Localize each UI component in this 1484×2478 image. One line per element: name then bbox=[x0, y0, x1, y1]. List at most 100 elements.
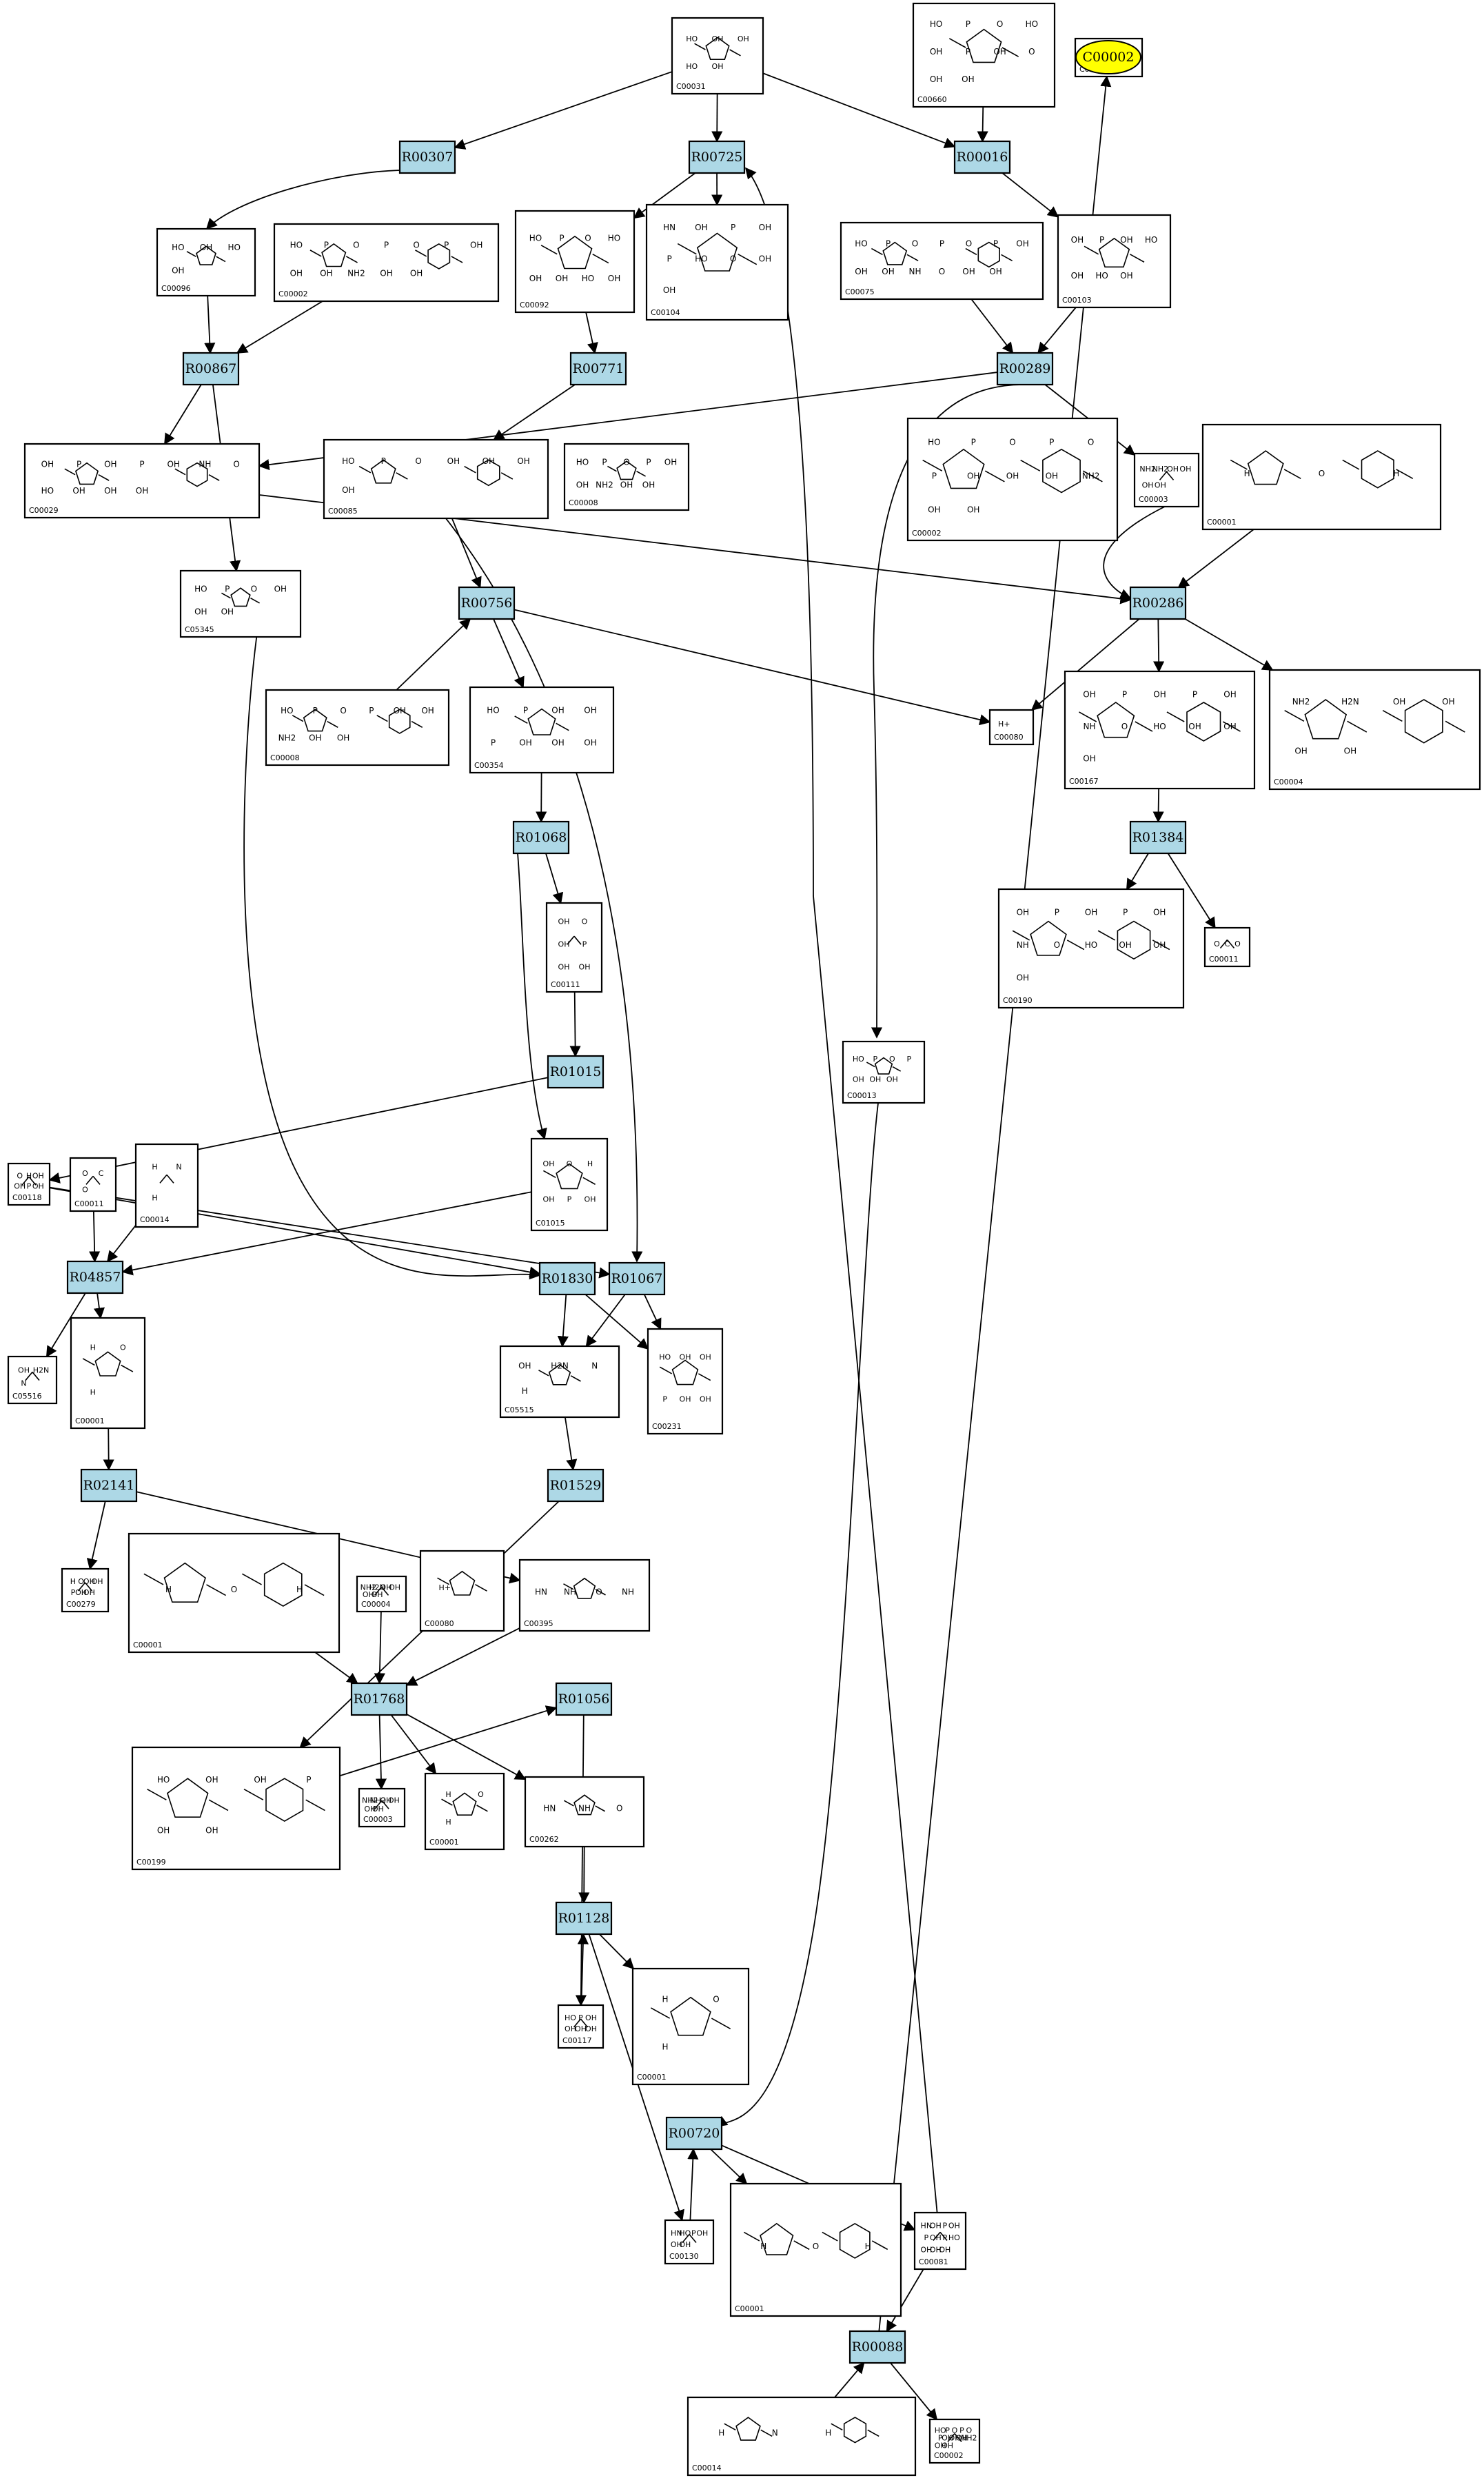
reaction-node[interactable]: R00771 bbox=[569, 352, 627, 386]
atom-label: P bbox=[71, 1588, 76, 1597]
reaction-node[interactable]: R00867 bbox=[182, 352, 240, 386]
atom-label: P bbox=[523, 706, 528, 715]
atom-label: OH bbox=[1188, 722, 1201, 731]
reaction-node[interactable]: R01056 bbox=[555, 1682, 613, 1716]
atom-label: H bbox=[825, 2428, 831, 2438]
reaction-arrow bbox=[339, 1705, 558, 1777]
reaction-node[interactable]: R00756 bbox=[458, 586, 516, 620]
reaction-node[interactable]: R04857 bbox=[66, 1260, 124, 1294]
reaction-node[interactable]: R01067 bbox=[608, 1261, 666, 1296]
atom-label: OH bbox=[1006, 471, 1019, 481]
reaction-arrow bbox=[545, 853, 564, 904]
reaction-node[interactable]: R00307 bbox=[398, 140, 456, 174]
compound-node[interactable]: H+C00080 bbox=[419, 1550, 505, 1632]
bond bbox=[441, 1798, 453, 1806]
reaction-node[interactable]: R01015 bbox=[547, 1055, 604, 1089]
atom-label: H bbox=[1244, 469, 1250, 478]
reaction-id: R01056 bbox=[558, 1692, 610, 1707]
reaction-node[interactable]: R00286 bbox=[1129, 586, 1187, 620]
reaction-node[interactable]: R01768 bbox=[350, 1682, 408, 1716]
atom-label: O bbox=[596, 1587, 602, 1597]
atom-label: C bbox=[99, 1169, 104, 1178]
reaction-node[interactable]: R00289 bbox=[996, 352, 1054, 386]
reaction-node[interactable]: R00725 bbox=[688, 140, 746, 174]
bond bbox=[866, 1062, 875, 1068]
reaction-node[interactable]: R00088 bbox=[848, 2330, 906, 2364]
atom-label: NH bbox=[1017, 940, 1029, 950]
atom-label: OH bbox=[1046, 471, 1058, 481]
highlight-compound[interactable]: C00002 bbox=[1075, 40, 1141, 74]
reaction-node[interactable]: R00016 bbox=[953, 140, 1011, 174]
ring-bond bbox=[882, 241, 908, 265]
atom-label: HN bbox=[663, 223, 675, 232]
atom-label: H bbox=[152, 1194, 157, 1203]
ring-bond bbox=[166, 1778, 209, 1818]
reaction-node[interactable]: R02141 bbox=[80, 1468, 138, 1503]
reaction-node[interactable]: R00720 bbox=[665, 2116, 723, 2151]
reaction-node[interactable]: R01384 bbox=[1129, 820, 1187, 855]
atom-label: P bbox=[602, 458, 607, 467]
compound-node[interactable]: H+C00080 bbox=[988, 709, 1035, 746]
reaction-arrow bbox=[49, 1187, 541, 1278]
ring-bond bbox=[616, 460, 637, 480]
reaction-edges bbox=[45, 71, 1274, 2421]
reaction-node[interactable]: R01529 bbox=[547, 1468, 604, 1503]
atom-label: OH bbox=[930, 47, 942, 57]
reaction-node[interactable]: R01068 bbox=[512, 820, 570, 855]
ring-bond bbox=[1098, 237, 1130, 268]
atom-label: NH bbox=[564, 1587, 576, 1597]
atom-label: H2N bbox=[33, 1366, 50, 1375]
reaction-id: R00286 bbox=[1132, 596, 1184, 611]
reaction-node[interactable]: R01128 bbox=[555, 1901, 613, 1936]
reaction-box bbox=[665, 2116, 723, 2151]
reaction-node[interactable]: R01830 bbox=[538, 1261, 596, 1296]
atom-label: OH bbox=[309, 733, 321, 742]
